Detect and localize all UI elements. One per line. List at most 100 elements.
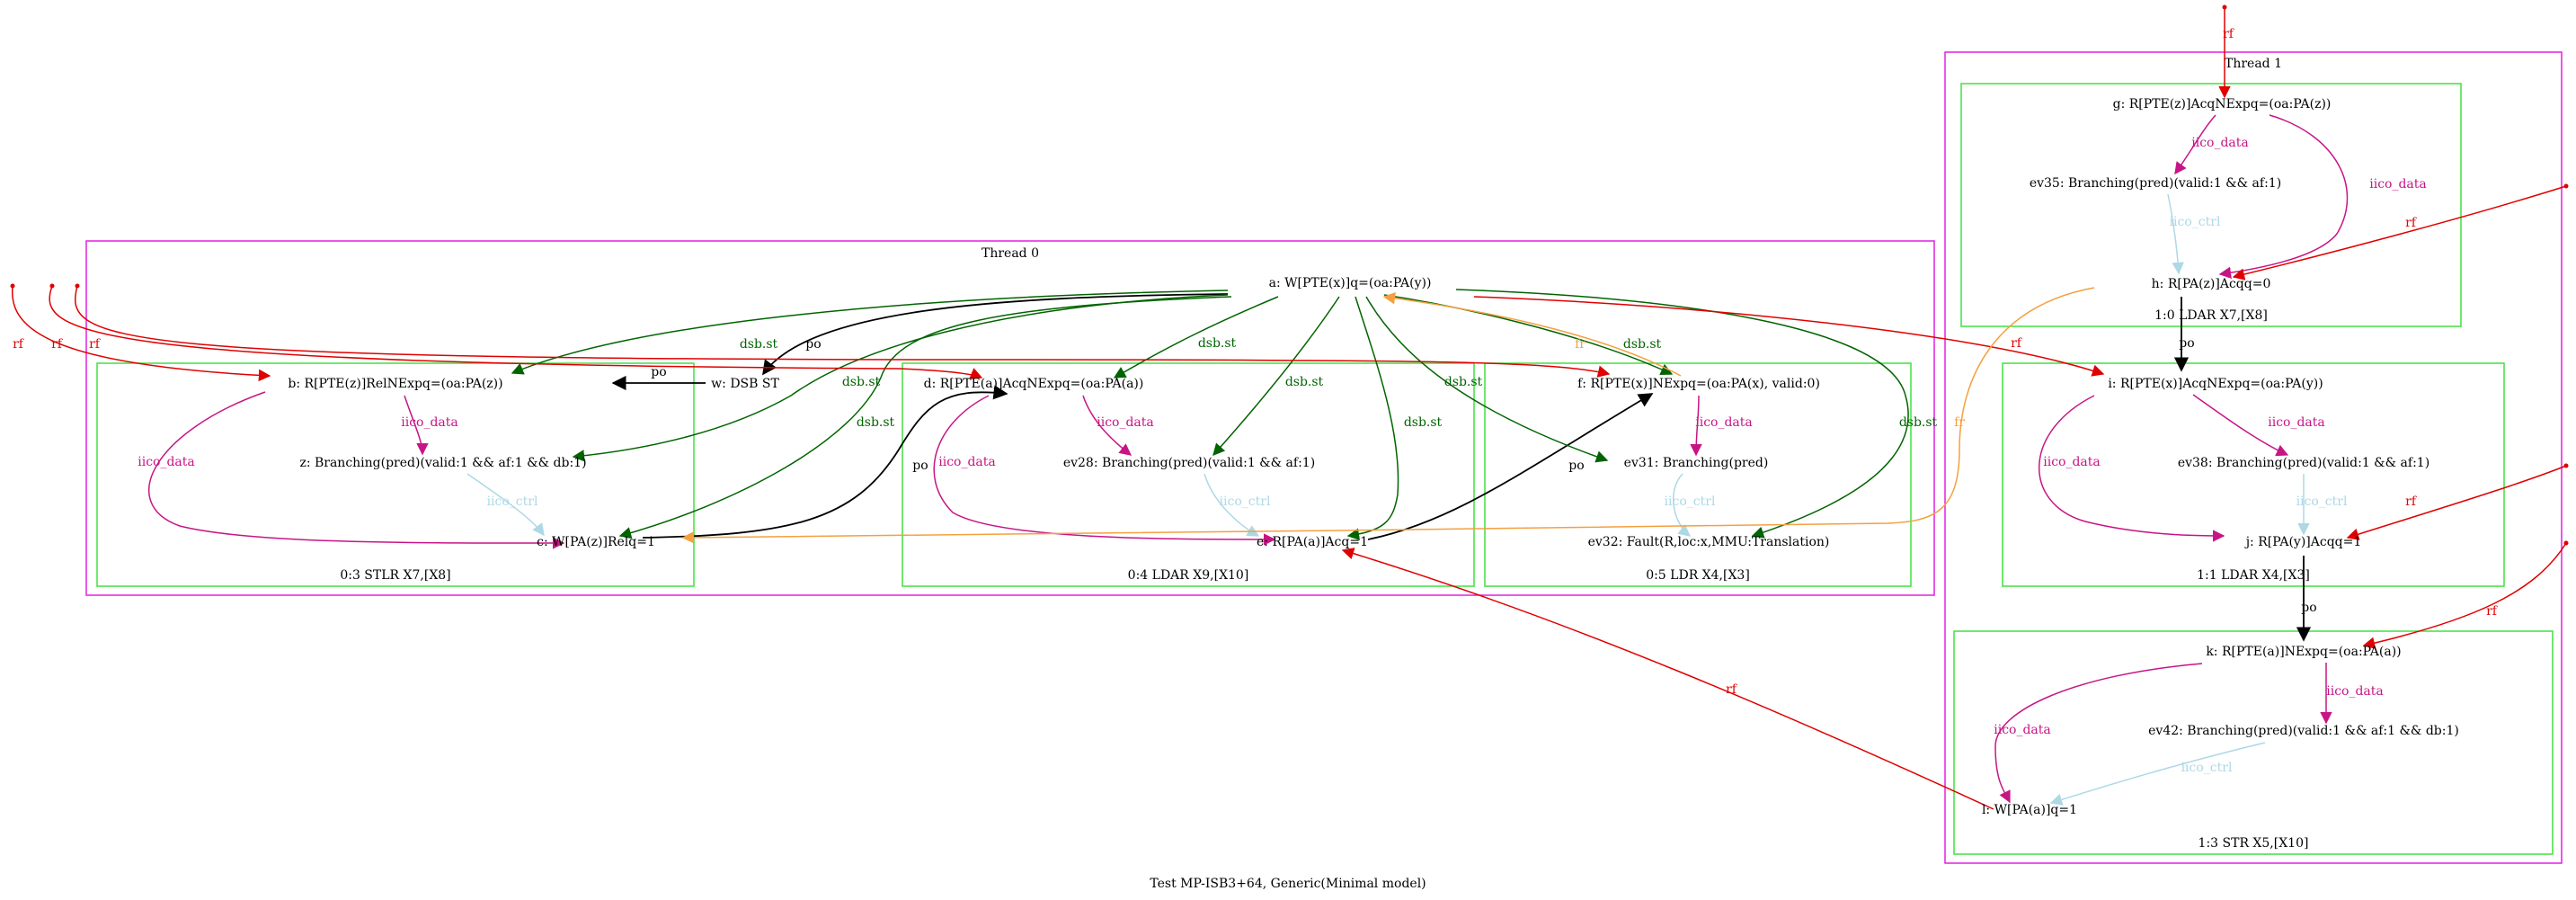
edge-po-e-f	[1367, 393, 1654, 540]
instruction-0-5-cluster: 0:5 LDR X4,[X3]	[1484, 362, 1912, 587]
edge-dsb-a-ev28	[1212, 296, 1340, 457]
instruction-1-3-label: 1:3 STR X5,[X10]	[2198, 836, 2309, 851]
edge-iico_ctrl-ev28-e	[1204, 473, 1260, 537]
thread-1-cluster: Thread 1	[1944, 51, 2563, 864]
instruction-0-3-cluster: 0:3 STLR X7,[X8]	[96, 362, 695, 587]
node-ev32: ev32: Fault(R,loc:x,MMU:Translation)	[1588, 535, 1830, 549]
node-l: l: W[PA(a)]q=1	[1982, 803, 2077, 817]
edge-label-iico_ctrl-ev35-h: iico_ctrl	[2170, 215, 2221, 229]
edge-iico_data-g-ev35	[2174, 114, 2216, 175]
edge-po-a-w	[762, 293, 1229, 376]
edge-label-iico_ctrl-z-c: iico_ctrl	[487, 495, 538, 509]
edge-label-rf-init-f: rf	[89, 337, 102, 352]
edge-label-iico_data-b-z: iico_data	[401, 415, 458, 430]
edge-dsb-a-z	[572, 294, 1229, 462]
graph-caption: Test MP-ISB3+64, Generic(Minimal model)	[1150, 877, 1426, 891]
edge-rf-init-h	[2232, 185, 2567, 281]
edge-label-dsb-a-e: dsb.st	[1404, 415, 1443, 430]
instruction-0-3-label: 0:3 STLR X7,[X8]	[340, 568, 450, 583]
edge-label-po-w-b: po	[651, 365, 666, 379]
node-ev35: ev35: Branching(pred)(valid:1 && af:1)	[2030, 176, 2281, 191]
instruction-0-4-cluster: 0:4 LDAR X9,[X10]	[902, 362, 1475, 587]
node-z: z: Branching(pred)(valid:1 && af:1 && db…	[299, 456, 586, 470]
edge-label-po-j-k: po	[2301, 601, 2316, 615]
edge-label-iico_data-f-ev31: iico_data	[1695, 415, 1753, 430]
edge-label-iico_ctrl-ev28-e: iico_ctrl	[1220, 495, 1271, 509]
edge-label-rf-a-i: rf	[2011, 336, 2023, 351]
edge-label-dsb-a-ev28: dsb.st	[1285, 375, 1324, 389]
instruction-0-5-label: 0:5 LDR X4,[X3]	[1646, 568, 1750, 583]
edge-label-iico_data-g-ev35: iico_data	[2191, 136, 2249, 150]
edge-dsb-a-f	[1383, 294, 1674, 376]
edge-iico_ctrl-ev35-h	[2167, 193, 2184, 275]
edge-label-iico_data-i-j: iico_data	[2043, 455, 2101, 469]
edge-label-po-a-w: po	[805, 337, 821, 352]
init-dot-b	[10, 283, 15, 289]
edge-label-iico_data-k-ev42: iico_data	[2326, 684, 2384, 699]
node-c: c: W[PA(z)]Relq=1	[537, 535, 655, 549]
node-e: e: R[PA(a)]Acq=1	[1257, 535, 1368, 549]
edge-label-dsb-a-ev31: dsb.st	[1444, 375, 1483, 389]
instruction-0-4-label: 0:4 LDAR X9,[X10]	[1128, 568, 1249, 583]
init-dot-h	[2563, 183, 2569, 189]
edge-label-rf-init-d: rf	[51, 337, 64, 352]
edge-rf-init-d	[49, 285, 983, 379]
node-i: i: R[PTE(x)]AcqNExpq=(oa:PA(y))	[2108, 377, 2323, 391]
edge-label-dsb-a-f: dsb.st	[1623, 337, 1662, 352]
edge-label-iico_data-i-ev38: iico_data	[2268, 415, 2325, 430]
node-ev42: ev42: Branching(pred)(valid:1 && af:1 &&…	[2148, 724, 2459, 738]
instruction-1-0-cluster: 1:0 LDAR X7,[X8]	[1960, 83, 2462, 327]
edge-label-dsb-a-b: dsb.st	[740, 337, 778, 352]
edge-iico_data-b-z	[404, 395, 429, 456]
edge-dsb-a-ev31	[1365, 296, 1609, 463]
node-ev38: ev38: Branching(pred)(valid:1 && af:1)	[2178, 456, 2429, 470]
edge-label-fr-h-c: fr	[1954, 415, 1965, 430]
node-w: w: DSB ST	[711, 377, 779, 391]
edge-label-rf-init-b: rf	[13, 337, 25, 352]
edge-dsb-a-b	[511, 290, 1229, 375]
thread-0-label: Thread 0	[982, 246, 1039, 261]
node-f: f: R[PTE(x)]NExpq=(oa:PA(x), valid:0)	[1577, 377, 1820, 391]
instruction-1-0-label: 1:0 LDAR X7,[X8]	[2154, 308, 2268, 323]
node-layer: a: W[PTE(x)]q=(oa:PA(y)) w: DSB ST b: R[…	[288, 97, 2458, 817]
edge-dsb-a-e	[1346, 296, 1399, 540]
edge-rf-l-e	[1341, 548, 1994, 810]
node-a: a: W[PTE(x)]q=(oa:PA(y))	[1269, 276, 1432, 290]
node-j: j: R[PA(y)]Acqq=1	[2244, 535, 2362, 549]
edge-label-rf-l-e: rf	[1726, 682, 1738, 697]
edge-iico_ctrl-ev31-ev32	[1672, 473, 1692, 537]
edge-label-rf-init-h: rf	[2405, 216, 2418, 230]
init-dot-j	[2563, 463, 2569, 468]
edge-iico_data-b-c	[147, 391, 565, 549]
edge-rf-init-k	[2362, 542, 2567, 649]
edge-iico_data-i-ev38	[2192, 394, 2289, 457]
edge-label-iico_data-k-l: iico_data	[1994, 723, 2051, 737]
edge-label-fr-f-a: fr	[1575, 337, 1586, 352]
edge-label-dsb-a-c: dsb.st	[857, 415, 895, 430]
edge-label-po-e-f: po	[1568, 459, 1584, 473]
edge-label-iico_ctrl-ev38-j: iico_ctrl	[2296, 495, 2348, 509]
edge-iico_data-g-h	[2218, 114, 2349, 279]
edge-label-rf-init-k: rf	[2486, 604, 2499, 619]
init-dot-f	[75, 283, 80, 289]
thread-1-label: Thread 1	[2225, 57, 2282, 71]
edge-label-iico_data-d-e: iico_data	[938, 455, 996, 469]
edge-iico_data-k-l	[1994, 663, 2203, 804]
init-dot-layer	[10, 4, 2569, 546]
edge-label-rf-init-g: rf	[2223, 27, 2235, 41]
edge-label-iico_data-d-ev28: iico_data	[1097, 415, 1154, 430]
node-ev31: ev31: Branching(pred)	[1624, 456, 1769, 470]
edge-iico_data-f-ev31	[1690, 395, 1702, 457]
edge-iico_data-i-j	[2039, 395, 2225, 542]
edge-label-rf-init-j: rf	[2405, 495, 2418, 509]
edge-dsb-a-d	[1113, 296, 1279, 379]
edge-rf-init-j	[2346, 465, 2567, 540]
edge-po-c-d	[642, 385, 1008, 539]
instruction-1-1-cluster: 1:1 LDAR X4,[X3]	[2002, 362, 2505, 587]
node-d: d: R[PTE(a)]AcqNExpq=(oa:PA(a))	[924, 377, 1144, 391]
edge-dsb-a-ev32	[1455, 289, 1909, 539]
instruction-1-3-cluster: 1:3 STR X5,[X10]	[1953, 630, 2554, 855]
edge-iico_ctrl-ev42-l	[2049, 742, 2266, 806]
